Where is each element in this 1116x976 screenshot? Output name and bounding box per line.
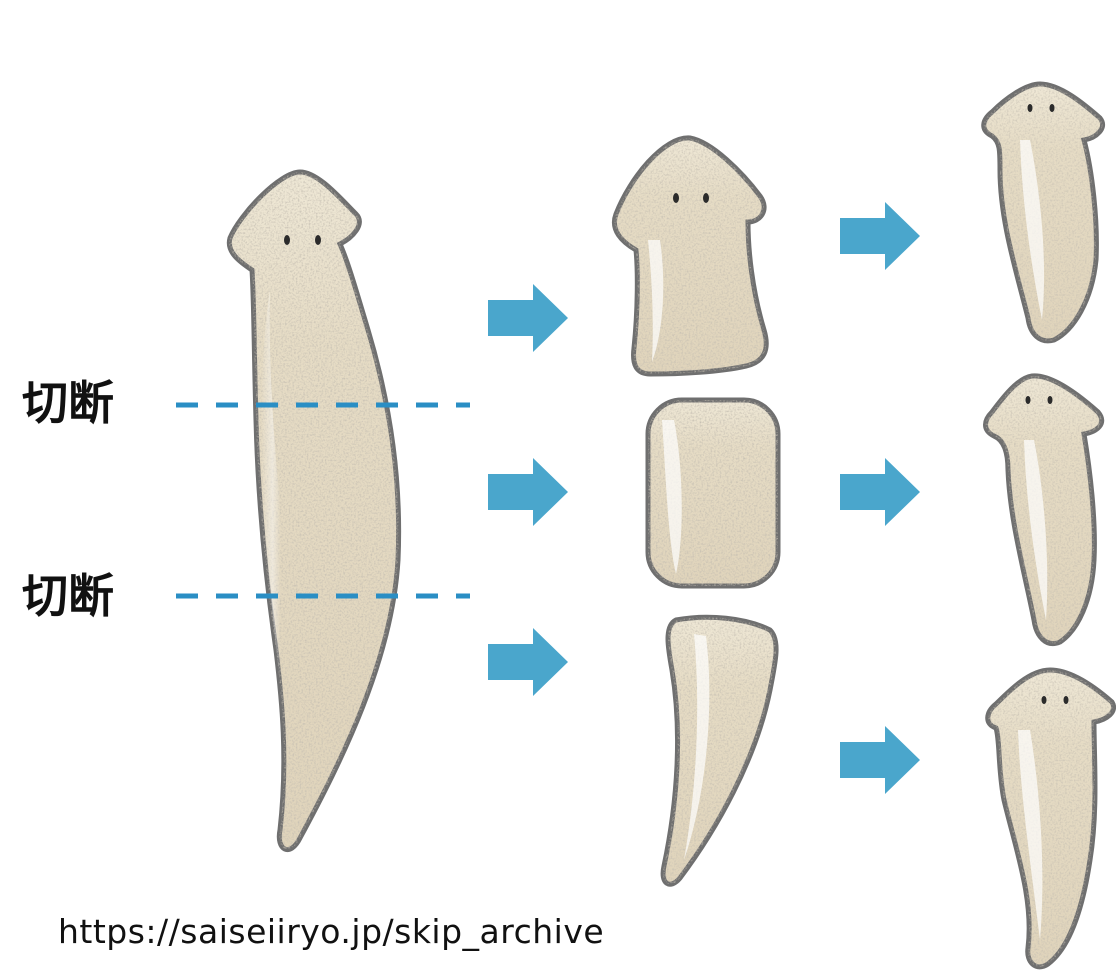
planarian-original <box>229 172 398 850</box>
eye-spot <box>1042 696 1047 704</box>
fragment-middle <box>648 400 778 586</box>
eye-spot <box>673 193 679 203</box>
eye-spot <box>1026 396 1031 404</box>
cut-label-top: 切断 <box>22 380 114 426</box>
cut-label-bottom: 切断 <box>22 573 114 619</box>
fragment-head <box>614 138 766 374</box>
eye-spot <box>315 235 321 245</box>
eye-spot <box>703 193 709 203</box>
right-arrow-icon <box>488 284 568 352</box>
eye-spot <box>1064 696 1069 704</box>
regenerated-worm-middle <box>986 376 1102 644</box>
fragment-tail <box>663 617 776 884</box>
right-arrow-icon <box>840 458 920 526</box>
eye-spot <box>1050 104 1055 112</box>
eye-spot <box>1048 396 1053 404</box>
right-arrow-icon <box>840 202 920 270</box>
eye-spot <box>284 235 290 245</box>
right-arrow-icon <box>840 726 920 794</box>
regenerated-worm-top <box>984 84 1103 341</box>
regenerated-worm-bottom <box>988 670 1114 967</box>
source-url: https://saiseiiryo.jp/skip_archive <box>58 912 604 951</box>
eye-spot <box>1028 104 1033 112</box>
right-arrow-icon <box>488 458 568 526</box>
right-arrow-icon <box>488 628 568 696</box>
